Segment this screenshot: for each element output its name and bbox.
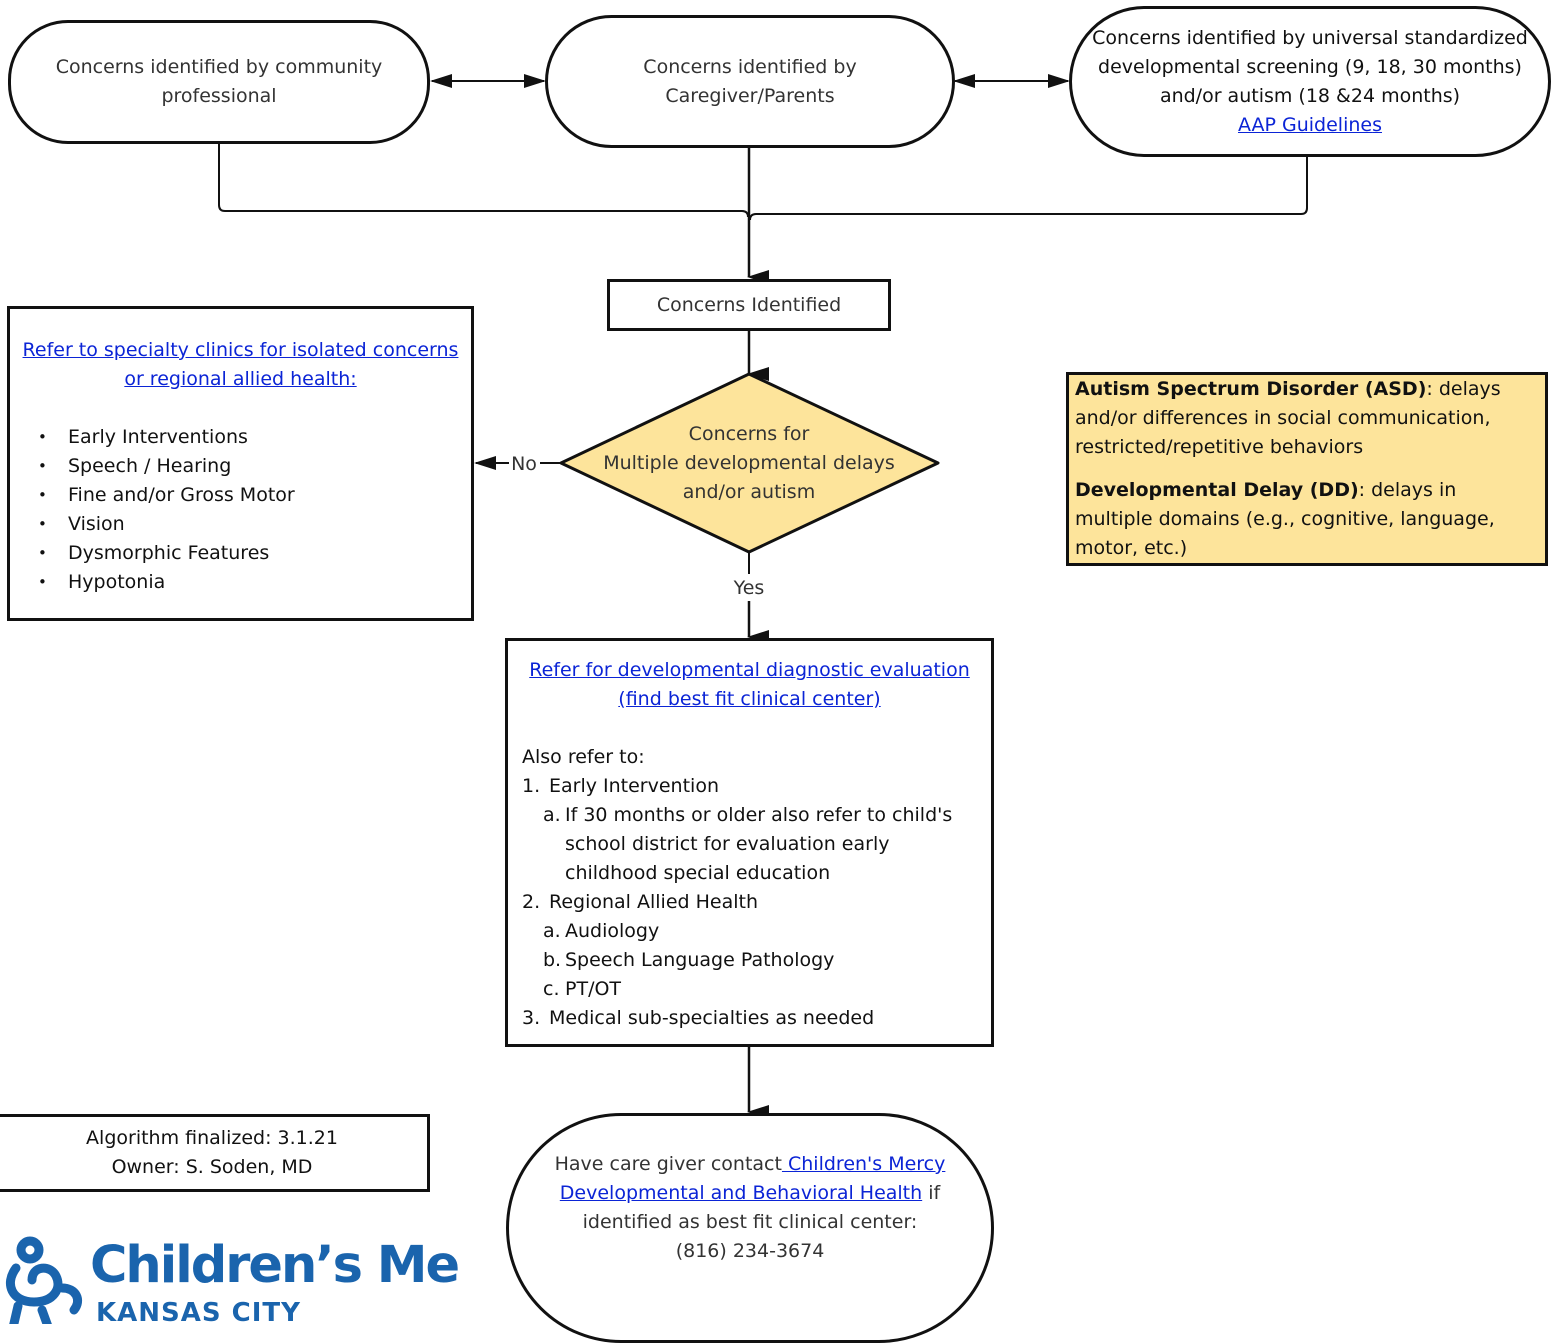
- algorithm-finalized: Algorithm finalized: 3.1.21: [86, 1127, 338, 1149]
- asd-definition: Autism Spectrum Disorder (ASD): delays a…: [1075, 375, 1539, 462]
- no-label-text: No: [511, 452, 537, 475]
- list-item: Speech / Hearing: [10, 452, 471, 481]
- decision-line-1: Concerns for: [688, 422, 810, 445]
- list-item: Hypotonia: [10, 568, 471, 597]
- evaluation-box: Refer for developmental diagnostic evalu…: [505, 638, 994, 1047]
- definitions-box: Autism Spectrum Disorder (ASD): delays a…: [1066, 372, 1548, 566]
- childrens-mercy-logo: Children’s Mercy KANSAS CITY: [0, 1232, 462, 1324]
- specialty-clinics-box: Refer to specialty clinics for isolated …: [7, 306, 474, 621]
- logo-sub: KANSAS CITY: [96, 1298, 301, 1324]
- decision-line-3: and/or autism: [682, 480, 816, 503]
- decision-diamond: [559, 372, 940, 554]
- aap-guidelines-link[interactable]: AAP Guideline: [1237, 113, 1373, 136]
- yes-label-text: Yes: [733, 576, 765, 599]
- list-item-cont: school district for evaluation early: [565, 833, 890, 855]
- specialty-list: Early Interventions Speech / Hearing Fin…: [10, 423, 471, 597]
- dd-definition: Developmental Delay (DD): delays in mult…: [1075, 476, 1539, 563]
- community-concerns-text: Concerns identified by community profess…: [55, 56, 383, 107]
- list-item: 1.Early Intervention: [522, 775, 719, 797]
- contact-node: Have care giver contact Children's Mercy…: [506, 1113, 994, 1343]
- yes-label: Yes: [724, 574, 774, 602]
- specialty-clinics-link[interactable]: Refer to specialty clinics for isolated …: [22, 339, 459, 390]
- list-item: Vision: [10, 510, 471, 539]
- decision-text: Concerns for Multiple developmental dela…: [570, 419, 928, 507]
- list-item: 2.Regional Allied Health: [522, 891, 759, 913]
- caregiver-concerns-text: Concerns identified by Caregiver/Parents: [643, 55, 857, 107]
- line-screening-merge: [749, 157, 1308, 221]
- list-item-cont: childhood special education: [565, 862, 831, 884]
- line-community-merge: [218, 144, 749, 218]
- evaluation-link[interactable]: Refer for developmental diagnostic evalu…: [529, 659, 970, 710]
- list-item: Fine and/or Gross Motor: [10, 481, 471, 510]
- caregiver-concerns-node: Concerns identified by Caregiver/Parents: [545, 15, 955, 148]
- concerns-identified-text: Concerns Identified: [656, 293, 842, 316]
- contact-phone: (816) 234-3674: [675, 1240, 825, 1262]
- screening-concerns-node: Concerns identified by universal standar…: [1069, 6, 1551, 157]
- algorithm-info-box: Algorithm finalized: 3.1.21 Owner: S. So…: [0, 1114, 430, 1192]
- list-item: a.Audiology: [543, 920, 660, 942]
- list-item: a.If 30 months or older also refer to ch…: [543, 804, 953, 826]
- list-item: c.PT/OT: [543, 978, 622, 1000]
- contact-text: Have care giver contact Children's Mercy…: [554, 1153, 946, 1233]
- dd-text: : delays in multiple domains (e.g., cogn…: [1075, 479, 1495, 559]
- community-concerns-node: Concerns identified by community profess…: [8, 20, 430, 144]
- concerns-identified-node: Concerns Identified: [607, 279, 891, 331]
- list-item: Early Interventions: [10, 423, 471, 452]
- no-label: No: [508, 450, 540, 478]
- asd-term: Autism Spectrum Disorder (ASD): [1075, 378, 1427, 400]
- algorithm-owner: Owner: S. Soden, MD: [111, 1156, 313, 1178]
- family-icon: [6, 1236, 82, 1324]
- decision-line-2: Multiple developmental delays: [603, 451, 895, 474]
- list-item: b.Speech Language Pathology: [543, 949, 835, 971]
- also-refer-label: Also refer to:: [522, 746, 645, 768]
- logo-name: Children’s Mercy: [90, 1236, 462, 1295]
- dd-term: Developmental Delay (DD): [1075, 479, 1359, 501]
- list-item: Dysmorphic Features: [10, 539, 471, 568]
- childrens-mercy-dbh-link[interactable]: Children's Mercy Developmental and Behav…: [559, 1153, 946, 1204]
- list-item: 3.Medical sub-specialties as needed: [522, 1007, 875, 1029]
- aap-guidelines-link-suffix[interactable]: s: [1372, 113, 1382, 136]
- screening-concerns-text: Concerns identified by universal standar…: [1092, 26, 1528, 107]
- asd-text: : delays and/or differences in social co…: [1075, 378, 1501, 458]
